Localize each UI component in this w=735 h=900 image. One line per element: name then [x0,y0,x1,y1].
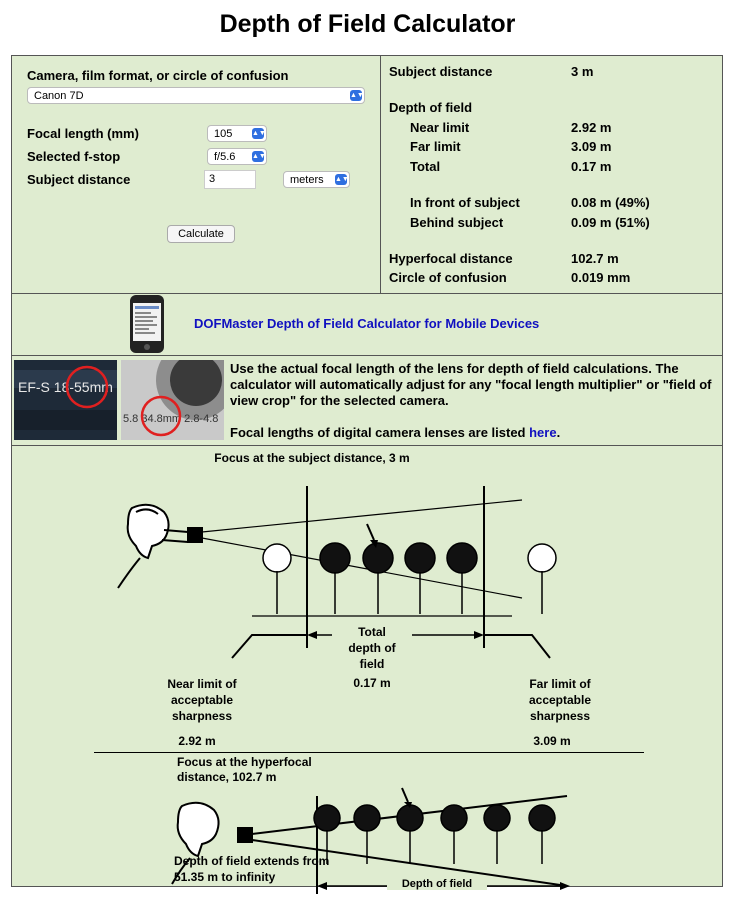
far-limit-annotation: Far limit of acceptable sharpness [500,676,620,724]
photographer-icon [117,503,203,589]
near-limit-annotation: Near limit of acceptable sharpness [142,676,262,724]
in-front-label: In front of subject [410,195,520,210]
tree-filled-icon [319,542,478,614]
diagram-separator [94,752,644,753]
chevron-updown-icon: ▲▼ [350,90,364,101]
dof-subject-diagram [117,486,557,659]
focal-length-tip: Use the actual focal length of the lens … [230,361,712,408]
camera-select[interactable]: Canon 7D ▲▼ [27,87,365,104]
chevron-updown-icon: ▲▼ [335,174,349,185]
lens-photo-18-55mm: EF-S 18-55mm [14,360,117,440]
photographer-icon [171,801,253,885]
lens-photo-34-8mm: 5.8 34.8mm 2.8-4.8 [121,360,224,440]
focal-length-label: Focal length (mm) [27,126,139,141]
diagram2-caption: Focus at the hyperfocal distance, 102.7 … [177,755,312,785]
chevron-updown-icon: ▲▼ [252,128,266,139]
mobile-calculator-link[interactable]: DOFMaster Depth of Field Calculator for … [194,316,540,331]
hyperfocal-summary: Depth of field extends from 51.35 m to i… [174,853,329,885]
hyperfocal-diagram [171,787,570,894]
in-front-value: 0.08 m (49%) [571,195,650,210]
diagram2-caption-line: distance, 102.7 m [177,770,277,784]
camera-select-value: Canon 7D [34,90,84,102]
coc-value: 0.019 mm [571,270,631,285]
lens-listing-text: Focal lengths of digital camera lenses a… [230,425,560,441]
diagram-total-value: 0.17 m [353,676,391,690]
hyperfocal-summary-line: 51.35 m to infinity [174,870,276,884]
subject-distance-label: Subject distance [27,172,131,187]
focus-arrow-icon [366,523,378,548]
hyperfocal-value: 102.7 m [571,251,619,266]
result-subject-distance-value: 3 m [571,64,594,79]
divider [12,445,722,446]
page-title: Depth of Field Calculator [219,10,516,38]
diagram2-caption-line: Focus at the hyperfocal [177,755,312,769]
total-label: Total [410,159,441,174]
tree-outline-icon [262,543,557,614]
calculator-panel: Camera, film format, or circle of confus… [11,55,723,894]
total-dof-line: depth of [348,641,396,655]
near-limit-line: acceptable [170,693,234,707]
diagram-far-value: 3.09 m [533,734,571,748]
lens-listing-suffix: . [556,425,561,440]
far-limit-line: Far limit of [529,677,591,691]
lens-listing-prefix: Focal lengths of digital camera lenses a… [230,425,530,440]
far-limit-line: sharpness [529,709,591,723]
near-limit-value: 2.92 m [571,120,612,135]
dof-heading: Depth of field [389,100,473,115]
result-subject-distance-label: Subject distance [389,64,493,79]
chevron-updown-icon: ▲▼ [252,151,266,162]
divider [12,293,722,294]
lens2-text: 5.8 34.8mm 2.8-4.8 [123,413,218,425]
behind-value: 0.09 m (51%) [571,215,650,230]
hyperfocal-dof-label: Depth of field [387,878,487,890]
lens1-text: EF-S 18-55mm [18,379,113,395]
focal-length-select[interactable]: 105 ▲▼ [207,125,267,142]
tree-filled-icon [313,804,556,864]
near-limit-line: Near limit of [167,677,237,691]
hyperfocal-summary-line: Depth of field extends from [174,854,330,868]
total-dof-label: Total depth of field [332,624,412,672]
fstop-select[interactable]: f/5.6 ▲▼ [207,148,267,165]
fstop-value: f/5.6 [214,151,236,163]
calculate-button[interactable]: Calculate [167,225,235,243]
coc-label: Circle of confusion [389,270,507,285]
iphone-icon[interactable] [128,294,166,354]
total-dof-line: field [359,657,385,671]
camera-label: Camera, film format, or circle of confus… [27,68,289,83]
focus-arrow-icon [401,787,412,808]
diagram1-caption: Focus at the subject distance, 3 m [214,451,410,465]
divider [380,56,381,293]
total-value: 0.17 m [571,159,612,174]
units-select[interactable]: meters ▲▼ [283,171,350,188]
units-value: meters [290,174,324,186]
diagram-near-value: 2.92 m [178,734,216,748]
fstop-label: Selected f-stop [27,149,121,164]
far-limit-value: 3.09 m [571,139,612,154]
subject-distance-input[interactable]: 3 [204,170,256,189]
far-limit-line: acceptable [528,693,592,707]
far-limit-label: Far limit [410,139,461,154]
divider [12,355,722,356]
hyperfocal-label: Hyperfocal distance [389,251,513,266]
behind-label: Behind subject [410,215,504,230]
lens-list-here-link[interactable]: here [529,425,557,440]
near-limit-line: sharpness [171,709,233,723]
near-limit-label: Near limit [410,120,470,135]
total-dof-line: Total [358,625,386,639]
focal-length-value: 105 [214,128,233,140]
